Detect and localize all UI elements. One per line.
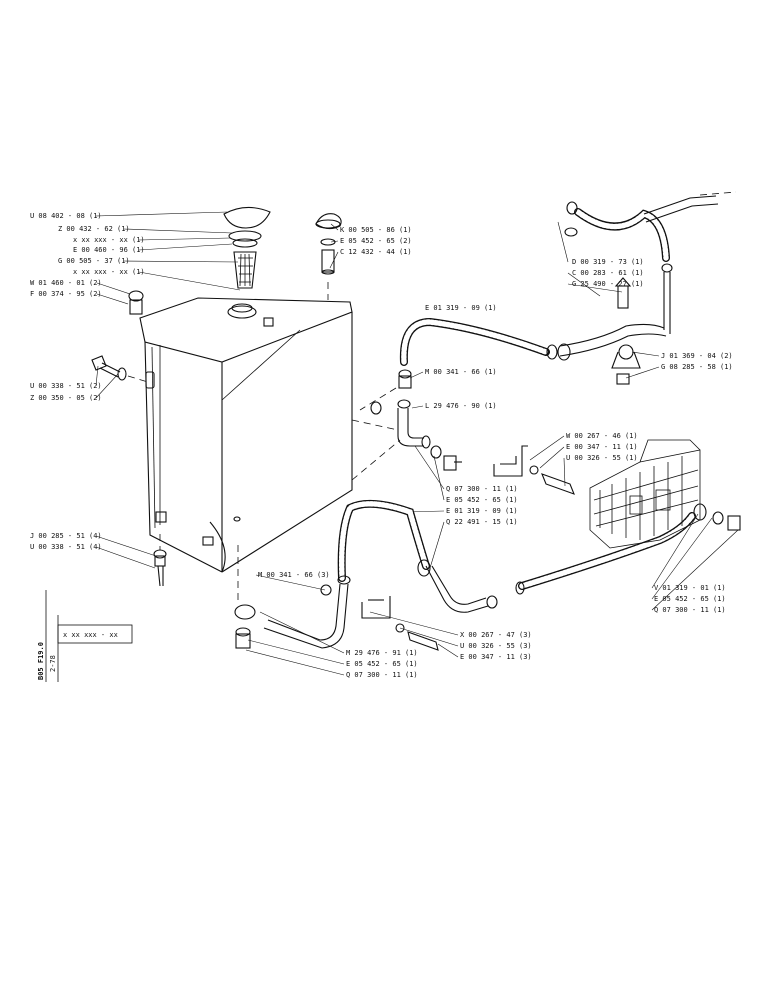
- part-label: U 00 338 - 51 (4): [30, 543, 102, 551]
- part-label: Q 07 300 - 11 (1): [446, 485, 518, 493]
- sheet-box-label: x xx xxx - xx: [63, 631, 118, 639]
- part-label: E 01 319 - 09 (1): [425, 304, 497, 312]
- part-label: F 00 374 - 95 (2): [30, 290, 102, 298]
- part-label: U 08 402 - 08 (1): [30, 212, 102, 220]
- part-label: E 05 452 - 65 (1): [654, 595, 726, 603]
- part-label: x xx xxx - xx (1): [73, 268, 145, 276]
- part-label: V 01 319 - 01 (1): [654, 584, 726, 592]
- hose-clamp: [611, 344, 641, 385]
- part-label: U 00 326 - 55 (3): [460, 642, 532, 650]
- part-label: U 00 338 - 51 (2): [30, 382, 102, 390]
- part-label: Q 22 491 - 15 (1): [446, 518, 518, 526]
- part-label: C 00 283 - 61 (1): [572, 269, 644, 277]
- filler-cap-assembly: [223, 206, 271, 289]
- pressure-hose-assembly: [515, 503, 741, 595]
- part-label: E 00 347 - 11 (1): [566, 443, 638, 451]
- part-label: J 01 369 - 04 (2): [661, 352, 733, 360]
- part-label: M 00 341 - 66 (1): [425, 368, 497, 376]
- part-label: W 01 460 - 01 (2): [30, 279, 102, 287]
- upper-elbow-pipe: [351, 399, 462, 481]
- sheet-sidebar: B05 F19.0 2-78 x xx xxx - xx: [37, 590, 133, 682]
- left-fastener-parts: [91, 290, 239, 600]
- breather-assembly: [315, 213, 342, 300]
- part-label: E 00 460 - 96 (1): [73, 246, 145, 254]
- part-label: Q 07 300 - 11 (1): [654, 606, 726, 614]
- part-label: E 05 452 - 65 (1): [346, 660, 418, 668]
- top-right-hose: [564, 191, 737, 309]
- suction-hose-assembly: [359, 263, 673, 415]
- part-label: M 29 476 - 91 (1): [346, 649, 418, 657]
- hose-brackets: [361, 445, 575, 651]
- part-label: J 00 285 - 51 (4): [30, 532, 102, 540]
- sheet-date: 2-78: [49, 655, 57, 672]
- part-label: M 00 341 - 66 (3): [258, 571, 330, 579]
- part-label: X 00 267 - 47 (3): [460, 631, 532, 639]
- part-label: G 08 285 - 58 (1): [661, 363, 733, 371]
- part-label: E 05 452 - 65 (2): [340, 237, 412, 245]
- part-label: U 00 326 - 55 (1): [566, 454, 638, 462]
- part-label: Z 00 350 - 05 (2): [30, 394, 102, 402]
- part-label: W 00 267 - 46 (1): [566, 432, 638, 440]
- part-label: E 01 319 - 09 (1): [446, 507, 518, 515]
- part-label: E 00 347 - 11 (3): [460, 653, 532, 661]
- part-labels: U 08 402 - 08 (1) Z 00 432 - 62 (1) x xx…: [30, 212, 733, 679]
- part-label: Z 00 432 - 62 (1): [58, 225, 130, 233]
- part-label: G 25 490 - 27 (1): [572, 280, 644, 288]
- part-label: L 29 476 - 90 (1): [425, 402, 497, 410]
- leader-lines: [95, 211, 739, 676]
- part-label: Q 07 300 - 11 (1): [346, 671, 418, 679]
- part-label: K 00 505 - 86 (1): [340, 226, 412, 234]
- part-label: D 00 319 - 73 (1): [572, 258, 644, 266]
- part-label: G 00 505 - 37 (1): [58, 257, 130, 265]
- control-valve-block: [589, 439, 701, 549]
- part-label: C 12 432 - 44 (1): [340, 248, 412, 256]
- sheet-code: B05 F19.0: [37, 642, 45, 680]
- part-label: x xx xxx - xx (1): [73, 236, 145, 244]
- part-label: E 05 452 - 65 (1): [446, 496, 518, 504]
- return-hose-assembly: [234, 499, 498, 649]
- hydraulic-tank: [139, 297, 353, 573]
